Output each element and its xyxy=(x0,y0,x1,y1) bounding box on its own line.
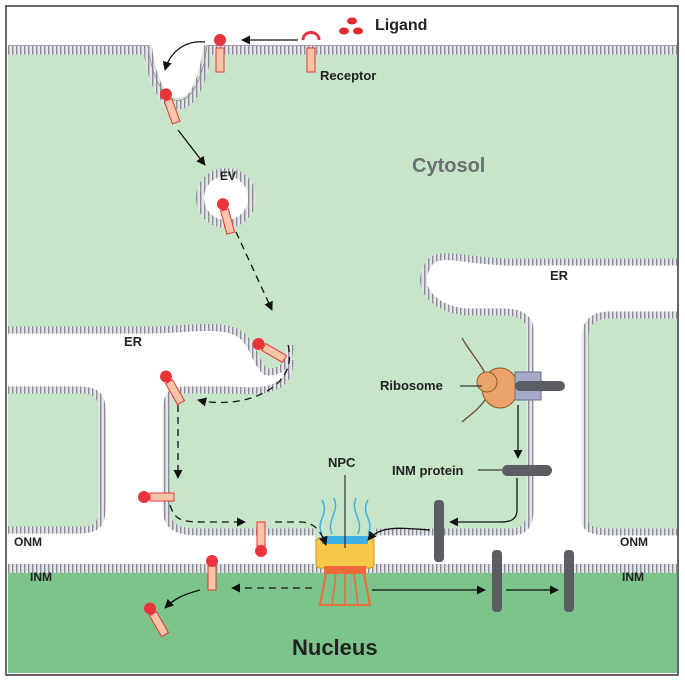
arrow-er-to-onm xyxy=(169,504,246,527)
receptor-nucleus xyxy=(144,602,170,638)
plasma-membrane-outer-edge xyxy=(8,45,677,101)
ribosome xyxy=(461,337,565,423)
er-membrane-left-inner xyxy=(8,386,106,534)
label-er-left: ER xyxy=(124,334,143,349)
ligand-dots xyxy=(339,17,363,35)
inm-protein-inm-1 xyxy=(492,550,502,612)
label-onm-left: ONM xyxy=(14,535,42,549)
label-er-right: ER xyxy=(550,268,569,283)
inm-protein-cytosol xyxy=(502,465,552,476)
arrow-to-ev xyxy=(177,129,206,166)
receptor-inm xyxy=(206,555,218,591)
inm-protein-inm-2 xyxy=(564,550,574,612)
arrow-into-npc xyxy=(367,527,431,541)
label-onm-right: ONM xyxy=(620,535,648,549)
er-membrane-left-outer xyxy=(162,359,315,536)
label-npc: NPC xyxy=(328,455,356,470)
inm-protein-onm xyxy=(434,500,444,562)
label-ev: EV xyxy=(220,169,236,183)
arrow-er-retrograde xyxy=(197,344,291,407)
receptor-plasma-membrane xyxy=(301,31,321,73)
er-membrane-left-top xyxy=(8,323,294,376)
plasma-membrane xyxy=(8,45,677,110)
arrow-endocytosis xyxy=(162,41,206,71)
er-lumen-right xyxy=(375,256,677,542)
label-inm-right: INM xyxy=(622,570,644,584)
receptor-er-membrane xyxy=(160,370,186,406)
arrow-onm-to-npc xyxy=(275,521,328,546)
receptor-onm xyxy=(255,521,267,557)
label-ribosome: Ribosome xyxy=(380,378,443,393)
receptor-in-pit xyxy=(159,88,181,125)
label-nucleus: Nucleus xyxy=(292,635,378,660)
label-ligand: Ligand xyxy=(375,17,427,34)
er-lumen-left xyxy=(8,327,315,542)
label-receptor: Receptor xyxy=(320,68,376,83)
label-inm-left: INM xyxy=(30,570,52,584)
label-cytosol: Cytosol xyxy=(412,155,485,177)
endocytic-pit-lumen xyxy=(152,46,203,98)
receptor-in-ev xyxy=(216,198,236,235)
receptor-er-fusion xyxy=(252,338,288,364)
receptor-er-sideways xyxy=(138,491,175,503)
er-membrane-right-inner xyxy=(581,311,677,536)
receptor-with-ligand-membrane xyxy=(214,34,226,73)
arrow-ev-to-er xyxy=(235,231,273,311)
arrow-inm-protein-to-onm xyxy=(449,478,518,527)
label-inm-protein: INM protein xyxy=(392,463,464,478)
er-membrane-right-outer xyxy=(375,253,677,536)
arrow-inm-to-nucleus xyxy=(164,589,201,609)
